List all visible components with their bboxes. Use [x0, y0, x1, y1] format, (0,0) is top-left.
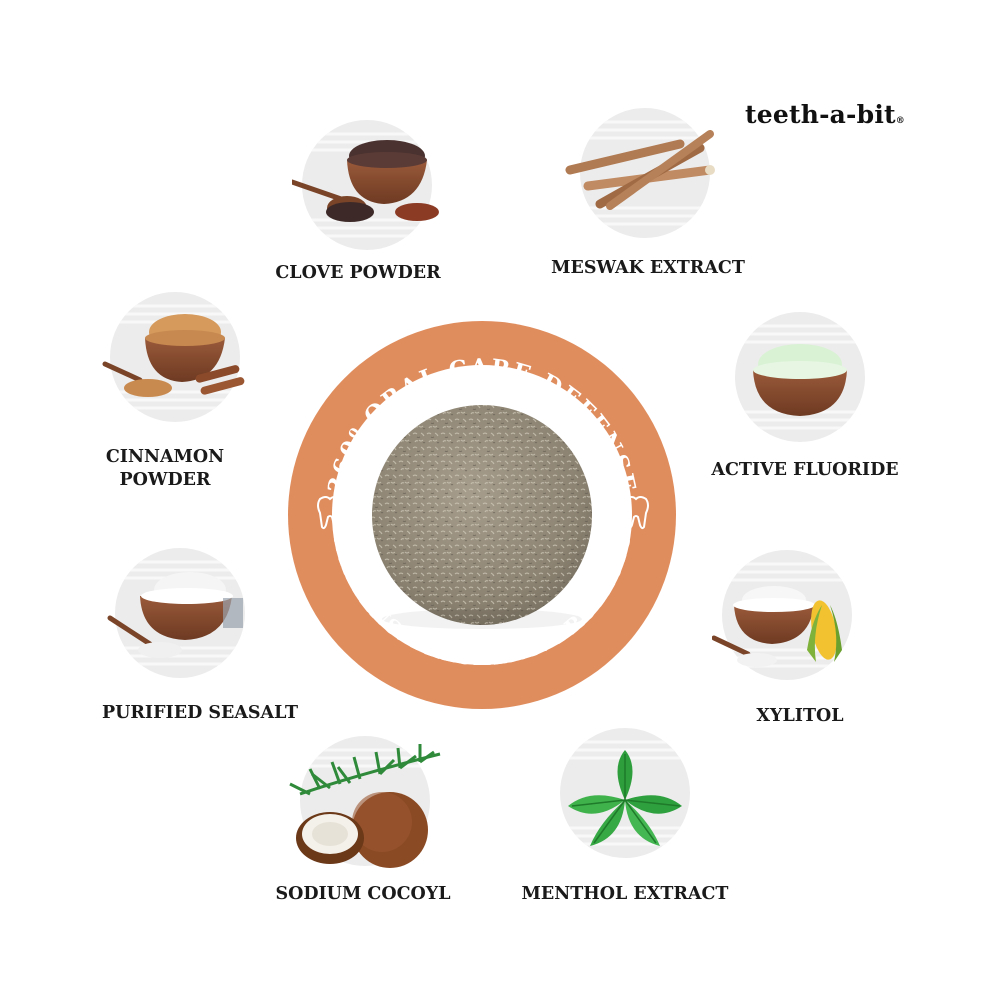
- ingredient-cinnamon-powder: [100, 292, 250, 426]
- ingredient-label: MENTHOL EXTRACT: [521, 884, 729, 904]
- tooth-icon: [317, 496, 343, 530]
- brand-logo: teeth-a-bit®: [745, 100, 905, 129]
- fluoride-powder-bowl-icon: [725, 312, 875, 442]
- ingredient-sodium-cocoyl: [270, 734, 450, 878]
- seasalt-bowl-icon: [107, 548, 255, 678]
- ingredient-label: MESWAK EXTRACT: [551, 258, 745, 278]
- xylitol-corn-bowl-icon: [711, 550, 862, 680]
- ingredient-meswak-extract: [560, 108, 720, 242]
- mint-leaves-icon: [550, 728, 700, 868]
- ingredient-clove-powder: [289, 120, 442, 254]
- coconut-icon: [289, 734, 441, 868]
- ingredient-label: SODIUM COCOYL: [275, 884, 451, 904]
- brand-logo-text: teeth-a-bit: [745, 100, 896, 129]
- ingredient-label-line1: CINNAMON: [105, 447, 225, 467]
- ingredient-active-fluoride: [725, 312, 875, 446]
- registered-mark: ®: [895, 116, 905, 126]
- tooth-icon: [623, 496, 649, 530]
- ingredient-purified-seasalt: [105, 548, 255, 682]
- cinnamon-powder-bowl-icon: [102, 292, 245, 422]
- meswak-sticks-icon: [565, 108, 715, 238]
- ingredient-label: ACTIVE FLUORIDE: [711, 460, 899, 480]
- oral-care-defense-badge: 360⁰ ORAL CARE DEFENSE WHITENS. FRESHENS…: [286, 319, 678, 715]
- ingredient-label: PURIFIED SEASALT: [101, 703, 299, 723]
- ingredient-label: XYLITOL: [756, 706, 844, 726]
- ingredient-label-line2: POWDER: [119, 470, 211, 490]
- ingredient-label: CLOVE POWDER: [275, 263, 441, 283]
- clove-powder-bowl-icon: [289, 120, 439, 250]
- tablet-image: [372, 405, 592, 629]
- ingredient-xylitol: [711, 550, 862, 684]
- ingredient-menthol-extract: [550, 728, 700, 872]
